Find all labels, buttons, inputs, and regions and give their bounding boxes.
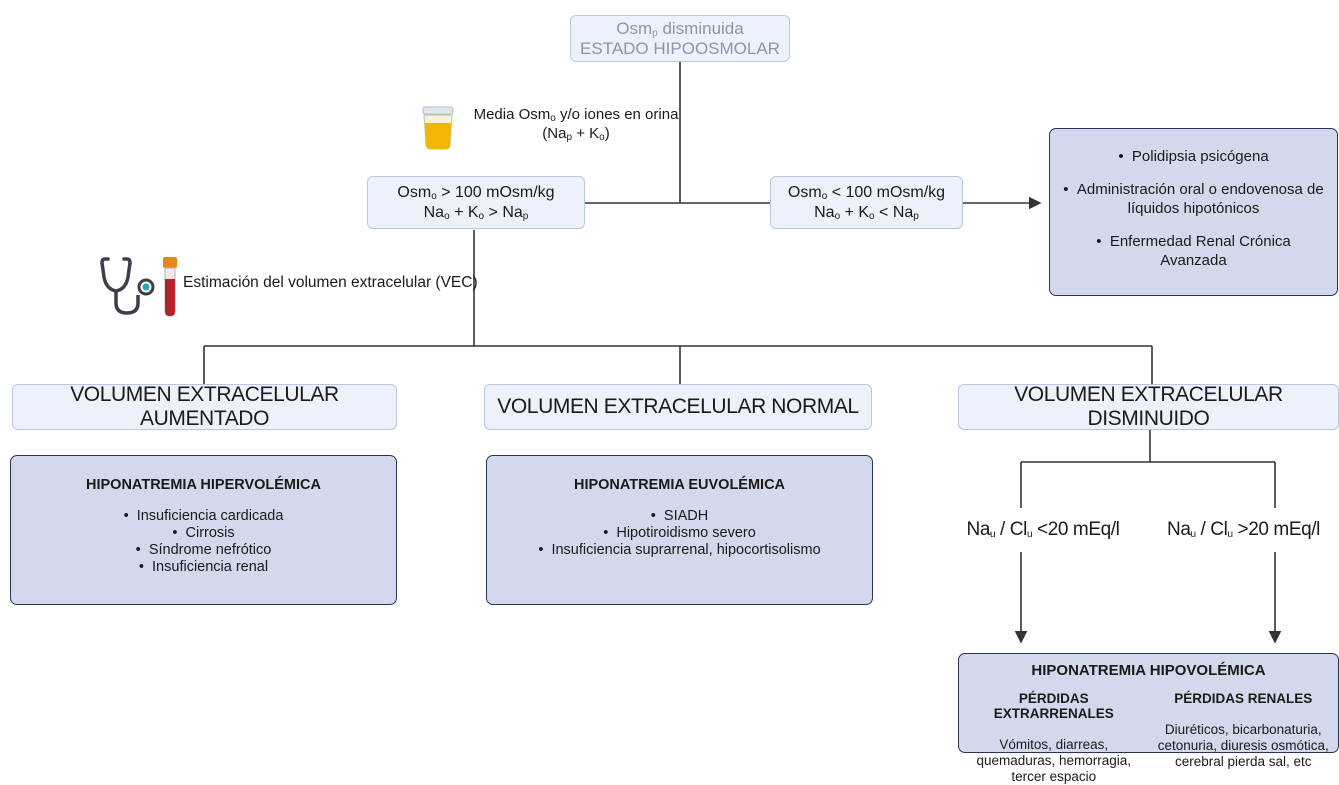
urine-osm-high-box: Osmo > 100 mOsm/kg Nao + Ko > Nap	[367, 176, 585, 229]
cause-item: Polidipsia psicógena	[1050, 147, 1337, 166]
hypovolemic-title: HIPONATREMIA HIPOVOLÉMICA	[1031, 662, 1266, 679]
cause-item: Administración oral o endovenosa de líqu…	[1060, 180, 1327, 218]
stethoscope-icon	[100, 257, 155, 315]
blood-tube-icon	[163, 257, 177, 317]
hypervolemic-cause: Cirrosis	[11, 525, 396, 542]
renal-title: PÉRDIDAS RENALES	[1174, 691, 1313, 706]
urine-osm-low-box: Osmo < 100 mOsm/kg Nao + Ko < Nap	[770, 176, 963, 229]
hypoosmolar-state-box: Osmp disminuida ESTADO HIPOOSMOLAR	[570, 15, 790, 62]
urine-na-cl-low-box: Nau / Clu <20 mEq/l	[958, 508, 1128, 552]
renal-losses: PÉRDIDAS RENALES Diuréticos, bicarbonatu…	[1149, 691, 1339, 785]
hypervolemic-hyponatremia-box: HIPONATREMIA HIPERVOLÉMICA Insuficiencia…	[10, 455, 397, 605]
hypervolemic-cause: Síndrome nefrótico	[11, 542, 396, 559]
euvolemic-cause: SIADH	[487, 508, 872, 525]
extrarenal-text: Vómitos, diarreas, quemaduras, hemorragi…	[976, 737, 1132, 784]
hypervolemic-title: HIPONATREMIA HIPERVOLÉMICA	[86, 477, 321, 493]
vec-estimation-note: Estimación del volumen extracelular (VEC…	[183, 274, 478, 291]
euvolemic-cause: Hipotiroidismo severo	[487, 525, 872, 542]
hypervolemic-cause: Insuficiencia cardicada	[11, 508, 396, 525]
hypervolemic-cause: Insuficiencia renal	[11, 559, 396, 576]
euvolemic-hyponatremia-box: HIPONATREMIA EUVOLÉMICA SIADH Hipotiroid…	[486, 455, 873, 605]
extrarenal-title: PÉRDIDAS EXTRARRENALES	[993, 691, 1114, 721]
volume-normal-box: VOLUMEN EXTRACELULAR NORMAL	[484, 384, 872, 430]
volume-increased-box: VOLUMEN EXTRACELULAR AUMENTADO	[12, 383, 397, 430]
renal-text: Diuréticos, bicarbonaturia, cetonuria, d…	[1157, 722, 1329, 769]
extrarenal-losses: PÉRDIDAS EXTRARRENALES Vómitos, diarreas…	[959, 691, 1149, 785]
hypoosmolar-label: ESTADO HIPOOSMOLAR	[580, 38, 780, 58]
hypotonic-causes-box: Polidipsia psicógena Administración oral…	[1049, 128, 1338, 296]
urine-measure-note: Media Osmo y/o iones en orina (Nap + Ko)	[473, 106, 679, 143]
volume-decreased-box: VOLUMEN EXTRACELULAR DISMINUIDO	[958, 383, 1339, 430]
connector-lines	[203, 62, 1282, 644]
urine-na-cl-high-box: Nau / Clu >20 mEq/l	[1152, 508, 1335, 552]
urine-cup-icon	[422, 106, 454, 150]
euvolemic-cause: Insuficiencia suprarrenal, hipocortisoli…	[487, 542, 872, 559]
euvolemic-title: HIPONATREMIA EUVOLÉMICA	[573, 477, 786, 493]
hypovolemic-hyponatremia-box: HIPONATREMIA HIPOVOLÉMICA PÉRDIDAS EXTRA…	[958, 653, 1339, 784]
cause-item: Enfermedad Renal Crónica Avanzada	[1080, 232, 1307, 270]
plasma-osm-label: Osmp disminuida	[616, 18, 744, 39]
